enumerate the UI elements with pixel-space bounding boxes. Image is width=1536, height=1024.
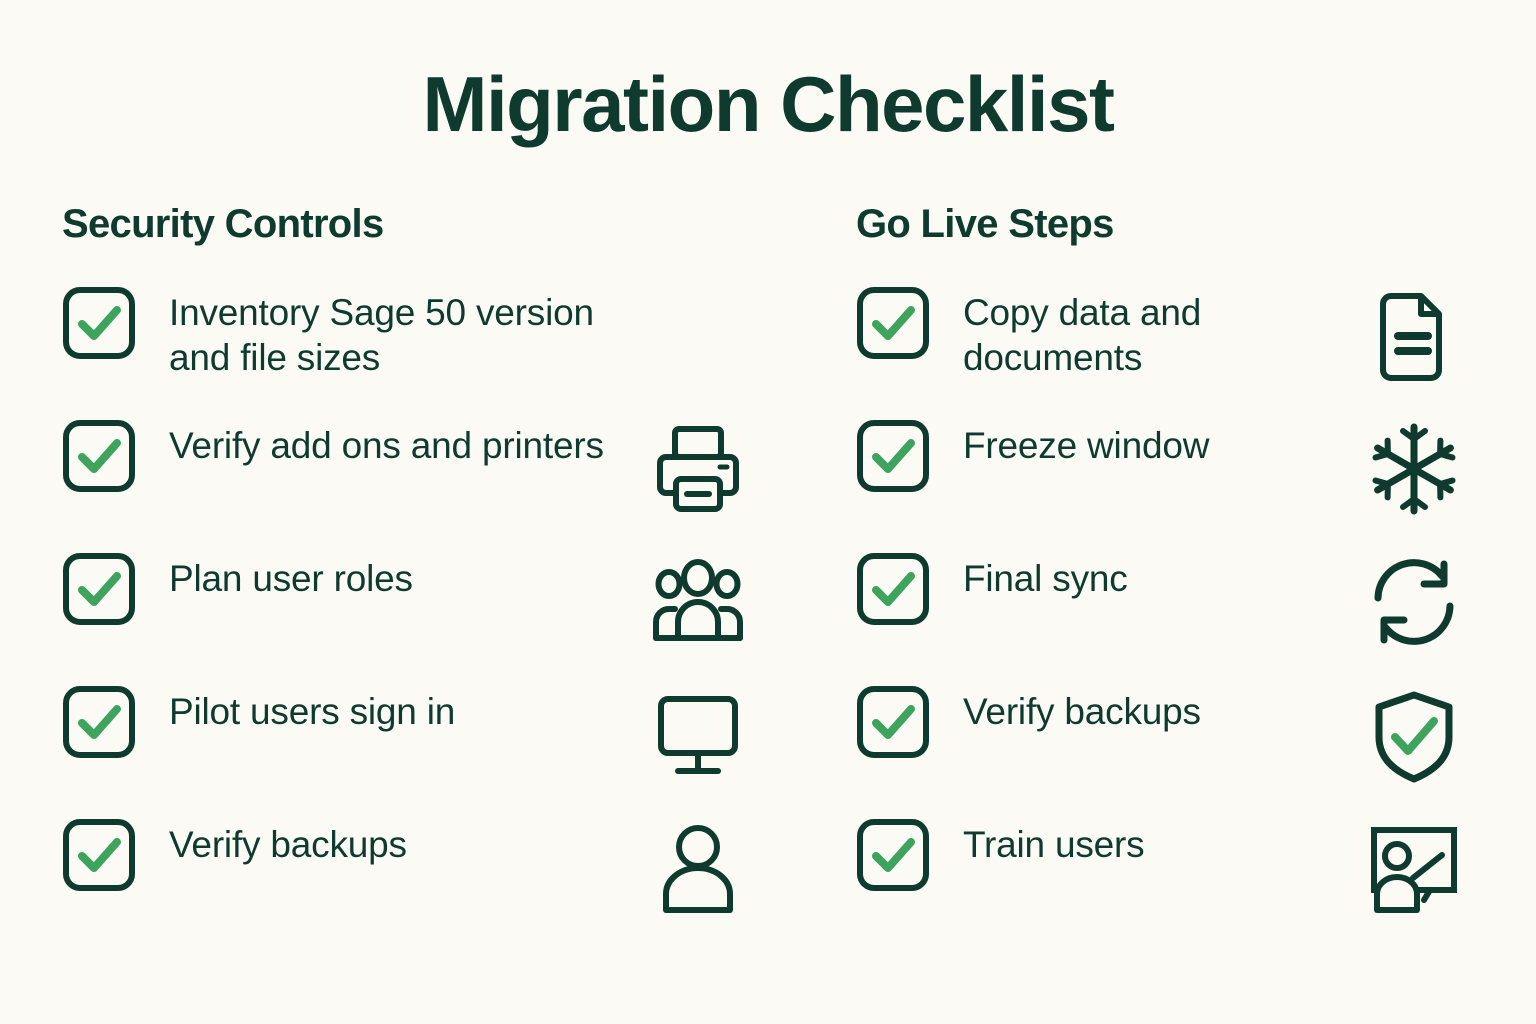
list-item[interactable]: Plan user roles bbox=[62, 550, 768, 683]
list-item-label: Verify add ons and printers bbox=[169, 424, 604, 466]
page-title: Migration Checklist bbox=[422, 60, 1115, 148]
list-item[interactable]: Train users bbox=[856, 816, 1474, 949]
list-item-label: Inventory Sage 50 version and file sizes bbox=[169, 291, 594, 379]
document-icon bbox=[1362, 284, 1466, 388]
list-item-label: Copy data and documents bbox=[963, 291, 1202, 379]
checkbox-checked-icon[interactable] bbox=[62, 419, 136, 493]
list-item-label: Final sync bbox=[963, 557, 1128, 599]
checkbox-checked-icon[interactable] bbox=[856, 286, 930, 360]
column-go-live-steps: Go Live Steps Copy data and documents bbox=[768, 202, 1474, 949]
column-heading-security-controls: Security Controls bbox=[62, 201, 384, 246]
column-heading-go-live-steps: Go Live Steps bbox=[856, 201, 1114, 246]
list-item-label: Pilot users sign in bbox=[169, 690, 456, 732]
list-item-label: Freeze window bbox=[963, 424, 1210, 466]
checklist-go-live-steps: Copy data and documents bbox=[856, 284, 1474, 949]
column-security-controls: Security Controls Inventory Sage 50 vers… bbox=[62, 202, 768, 949]
people-group-icon bbox=[646, 550, 750, 654]
list-item[interactable]: Verify backups bbox=[62, 816, 768, 949]
list-item[interactable]: Inventory Sage 50 version and file sizes bbox=[62, 284, 768, 417]
list-item[interactable]: Final sync bbox=[856, 550, 1474, 683]
checklist-security-controls: Inventory Sage 50 version and file sizes… bbox=[62, 284, 768, 949]
list-item[interactable]: Freeze window bbox=[856, 417, 1474, 550]
training-board-icon bbox=[1362, 816, 1466, 920]
sync-icon bbox=[1362, 550, 1466, 654]
checkbox-checked-icon[interactable] bbox=[856, 685, 930, 759]
snowflake-icon bbox=[1362, 417, 1466, 521]
list-item[interactable]: Pilot users sign in bbox=[62, 683, 768, 816]
list-item[interactable]: Copy data and documents bbox=[856, 284, 1474, 417]
shield-check-icon bbox=[1362, 683, 1466, 787]
list-item-label: Train users bbox=[963, 823, 1145, 865]
person-icon bbox=[646, 816, 750, 920]
checkbox-checked-icon[interactable] bbox=[62, 286, 136, 360]
list-item[interactable]: Verify add ons and printers bbox=[62, 417, 768, 550]
checkbox-checked-icon[interactable] bbox=[856, 818, 930, 892]
list-item-label: Verify backups bbox=[963, 690, 1201, 732]
list-item[interactable]: Verify backups bbox=[856, 683, 1474, 816]
monitor-icon bbox=[646, 683, 750, 787]
printer-icon bbox=[646, 417, 750, 521]
list-item-label: Verify backups bbox=[169, 823, 407, 865]
checkbox-checked-icon[interactable] bbox=[62, 552, 136, 626]
checkbox-checked-icon[interactable] bbox=[856, 419, 930, 493]
checklist-columns: Security Controls Inventory Sage 50 vers… bbox=[0, 202, 1536, 949]
list-item-label: Plan user roles bbox=[169, 557, 413, 599]
checkbox-checked-icon[interactable] bbox=[856, 552, 930, 626]
checkbox-checked-icon[interactable] bbox=[62, 818, 136, 892]
checkbox-checked-icon[interactable] bbox=[62, 685, 136, 759]
